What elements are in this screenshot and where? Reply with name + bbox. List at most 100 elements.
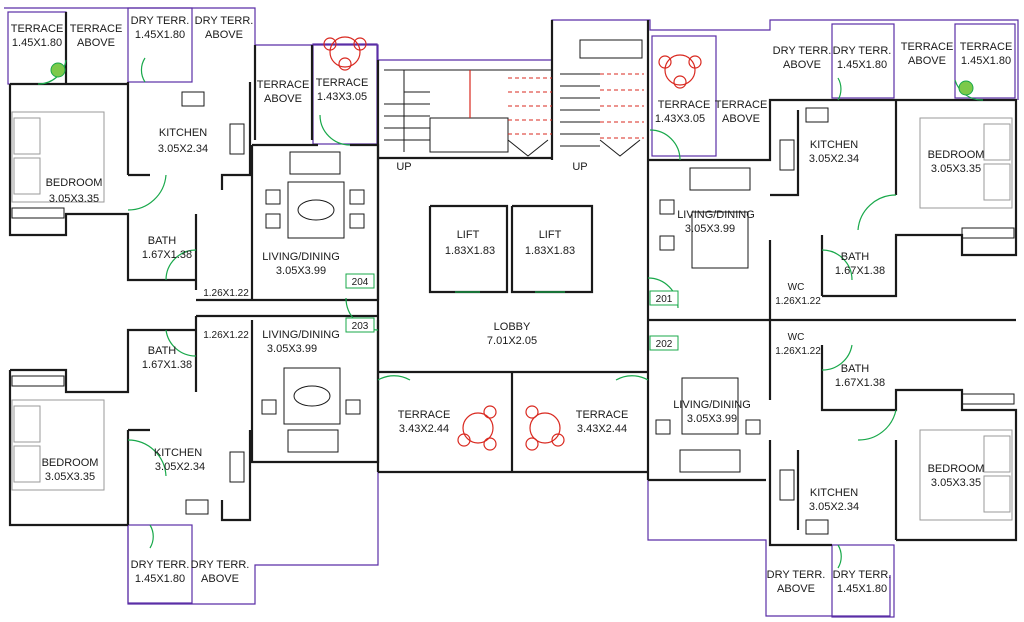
terrace-above-tl-sub: ABOVE xyxy=(77,37,115,49)
bedroom-ll-size: 3.05X3.35 xyxy=(45,471,95,483)
bed-lr xyxy=(919,393,1015,521)
bed-ll xyxy=(11,375,105,491)
living-lr-name: LIVING/DINING xyxy=(673,399,751,411)
dry-terr-br-size: 1.45X1.80 xyxy=(837,583,887,595)
bath-ul-name: BATH xyxy=(148,235,177,247)
dry-terr-tr-name: DRY TERR. xyxy=(833,45,892,57)
stair-right: UP xyxy=(560,39,644,173)
living-ll-size: 3.05X3.99 xyxy=(267,343,317,355)
dry-terr-tl-size: 1.45X1.80 xyxy=(135,29,185,41)
living-lr-size: 3.05X3.99 xyxy=(687,413,737,425)
bedroom-ll-name: BEDROOM xyxy=(42,457,99,469)
kitchen-lr-size: 3.05X2.34 xyxy=(809,501,859,513)
terrace-cr-size: 3.43X2.44 xyxy=(577,423,627,435)
dining-lr xyxy=(655,377,761,473)
terrace-tc-size: 1.43X3.05 xyxy=(317,91,367,103)
kitchen-tl-name: KITCHEN xyxy=(159,127,207,139)
wc-ul-size: 1.26X1.22 xyxy=(203,288,249,299)
dry-terr-above-br-sub: ABOVE xyxy=(777,583,815,595)
lift-2-size: 1.83X1.83 xyxy=(525,245,575,257)
bedroom-tr-size: 3.05X3.35 xyxy=(931,163,981,175)
flat-tags: 204 203 201 202 xyxy=(345,273,679,351)
terrace-above-tl-name: TERRACE xyxy=(70,23,123,35)
living-ul-size: 3.05X3.99 xyxy=(276,265,326,277)
terrace-tr-size: 1.45X1.80 xyxy=(961,55,1011,67)
room-labels: TERRACE 1.45X1.80 TERRACE ABOVE DRY TERR… xyxy=(11,15,1013,595)
terrace-tr-c-size: 1.43X3.05 xyxy=(655,113,705,125)
flat-201-tag: 201 xyxy=(656,294,673,305)
wc-ll-size: 1.26X1.22 xyxy=(203,330,249,341)
door-swings xyxy=(37,57,984,569)
bed-tr xyxy=(919,117,1015,239)
bedroom-lr-name: BEDROOM xyxy=(928,463,985,475)
dry-terr-above-tl-name: DRY TERR. xyxy=(195,15,254,27)
terrace-table-cr xyxy=(525,405,565,451)
terrace-above-tr-sub: ABOVE xyxy=(908,55,946,67)
bedroom-tl-size: 3.05X3.35 xyxy=(49,193,99,205)
bath-ur-size: 1.67X1.38 xyxy=(835,265,885,277)
kitchen-lr-name: KITCHEN xyxy=(810,487,858,499)
kitchen-ll-name: KITCHEN xyxy=(154,447,202,459)
dry-terr-above-br-name: DRY TERR. xyxy=(767,569,826,581)
terrace-tr-name: TERRACE xyxy=(960,41,1013,53)
plant-icon-tl xyxy=(50,62,66,78)
flat-204-tag: 204 xyxy=(352,277,369,288)
bedroom-lr-size: 3.05X3.35 xyxy=(931,477,981,489)
kitchen-fixtures xyxy=(181,91,829,535)
living-ur-name: LIVING/DINING xyxy=(677,209,755,221)
flat-202-tag: 202 xyxy=(656,339,673,350)
left-wing-walls xyxy=(8,12,380,527)
dry-terr-above-tl-sub: ABOVE xyxy=(205,29,243,41)
bedroom-tr-name: BEDROOM xyxy=(928,149,985,161)
terrace-tl-size: 1.45X1.80 xyxy=(12,37,62,49)
terrace-table-cl xyxy=(457,405,497,451)
dining-ll xyxy=(261,367,361,453)
terrace-tr-c-name: TERRACE xyxy=(658,99,711,111)
dry-terr-bl-size: 1.45X1.80 xyxy=(135,573,185,585)
dining-ur xyxy=(659,167,751,269)
terrace-above-tr-c-name: TERRACE xyxy=(715,99,768,111)
terrace-table-tr xyxy=(658,54,702,89)
bath-ur-name: BATH xyxy=(841,251,870,263)
up-arrow-label-right: UP xyxy=(572,161,587,173)
terrace-cr-name: TERRACE xyxy=(576,409,629,421)
dry-terr-above-bl-sub: ABOVE xyxy=(201,573,239,585)
terrace-cl-size: 3.43X2.44 xyxy=(399,423,449,435)
terrace-above-tr-c-sub: ABOVE xyxy=(722,113,760,125)
lift-2-name: LIFT xyxy=(539,229,562,241)
dry-terr-br-name: DRY TERR. xyxy=(833,569,892,581)
dry-terr-tl-name: DRY TERR. xyxy=(131,15,190,27)
lift-1-name: LIFT xyxy=(457,229,480,241)
living-ur-size: 3.05X3.99 xyxy=(685,223,735,235)
lobby-name: LOBBY xyxy=(494,321,531,333)
terrace-above-tc-sub: ABOVE xyxy=(264,93,302,105)
bath-ll-size: 1.67X1.38 xyxy=(142,359,192,371)
wc-lr-size: 1.26X1.22 xyxy=(775,346,821,357)
bedroom-tl-name: BEDROOM xyxy=(46,177,103,189)
dry-terr-above-tr-sub: ABOVE xyxy=(783,59,821,71)
wc-lr-name: WC xyxy=(788,332,805,343)
wc-ur-size: 1.26X1.22 xyxy=(775,296,821,307)
kitchen-tr-name: KITCHEN xyxy=(810,139,858,151)
terrace-above-tr-name: TERRACE xyxy=(901,41,954,53)
terrace-cl-name: TERRACE xyxy=(398,409,451,421)
kitchen-tr-size: 3.05X2.34 xyxy=(809,153,859,165)
terrace-table-tl xyxy=(323,36,367,71)
dry-terr-bl-name: DRY TERR. xyxy=(131,559,190,571)
plant-icon-tr xyxy=(958,80,974,96)
living-ll-name: LIVING/DINING xyxy=(262,329,340,341)
bath-ll-name: BATH xyxy=(148,345,177,357)
terrace-tc-name: TERRACE xyxy=(316,77,369,89)
kitchen-tl-size: 3.05X2.34 xyxy=(158,143,208,155)
up-arrow-label-left: UP xyxy=(396,161,411,173)
bath-ul-size: 1.67X1.38 xyxy=(142,249,192,261)
core-walls xyxy=(376,20,650,480)
dry-terr-above-tr-name: DRY TERR. xyxy=(773,45,832,57)
bath-lr-size: 1.67X1.38 xyxy=(835,377,885,389)
flat-203-tag: 203 xyxy=(352,321,369,332)
dry-terr-above-bl-name: DRY TERR. xyxy=(191,559,250,571)
bath-lr-name: BATH xyxy=(841,363,870,375)
terrace-above-tc-name: TERRACE xyxy=(257,79,310,91)
right-wing-walls xyxy=(648,98,1018,547)
